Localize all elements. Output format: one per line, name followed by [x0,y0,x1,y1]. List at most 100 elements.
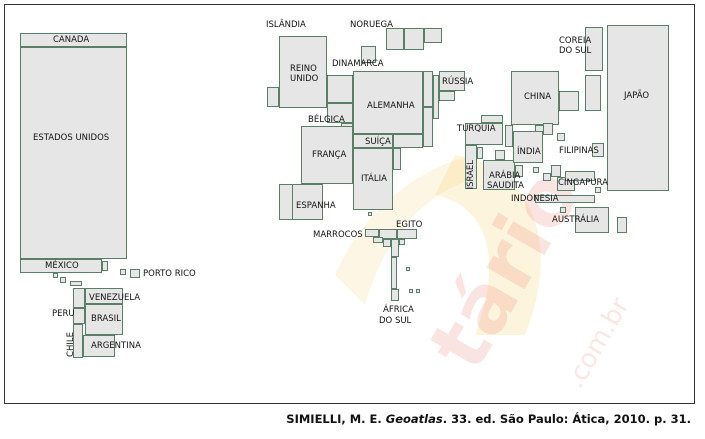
label-porto-rico: PORTO RICO [143,269,196,279]
label-russia: RÚSSIA [442,77,474,87]
block-caribbean-2 [60,277,66,283]
label-franca: FRANÇA [312,150,347,160]
block-russia [439,71,465,91]
label-africa-do-sul-2: DO SUL [379,316,412,326]
block-egito [397,229,417,239]
block-madagascar [406,267,410,271]
block-africa-s [391,257,397,289]
block-africa-c [391,239,399,257]
block-emirados [515,165,523,177]
label-islandia: ISLÂNDIA [266,20,306,30]
block-reino-unido [279,36,327,108]
block-australia [575,207,609,233]
block-russia-ext [439,91,455,101]
watermark-arc [435,155,541,335]
label-egito: EGITO [396,220,423,230]
block-africa-do-sul [391,289,399,301]
block-arabia-saudita [483,160,515,190]
label-reino-unido-1: REINO [290,64,317,74]
block-estados-unidos [20,47,127,259]
block-africa-w2 [383,239,391,247]
block-vietna [543,173,551,181]
block-kuwait [495,150,505,160]
block-franca [301,126,353,184]
block-jordania [477,147,483,159]
label-australia: AUSTRÁLIA [552,215,600,225]
block-nova-zelandia [617,217,627,233]
block-irlanda [327,75,353,103]
block-africa-e [399,239,405,245]
block-chile [73,324,83,358]
label-noruega: NORUEGA [350,20,393,30]
block-leste-2 [433,75,439,119]
label-espanha: ESPANHA [296,201,336,211]
block-iran [505,125,513,147]
label-cingapura: CINGAPURA [558,178,608,188]
block-grecia [393,148,401,170]
block-paises-baixos [327,103,353,123]
block-caribbean-3 [70,281,82,286]
label-arabia-saudita-1: ARÁBIA [489,171,521,181]
block-malasia [565,171,595,181]
block-alemanha [353,71,423,134]
block-venezuela [85,288,123,304]
block-dinamarca [361,46,376,63]
block-sri-lanka [533,167,539,173]
block-pacific-1 [560,207,566,213]
label-argentina: ARGENTINA [91,341,141,351]
label-india: ÍNDIA [517,147,541,157]
label-africa-do-sul-1: ÁFRICA [383,305,414,315]
block-coreia-do-sul [585,75,601,111]
block-taiwan [557,133,565,141]
label-israel: ISRAEL [466,160,476,190]
block-suica [353,134,393,148]
block-brasil [85,304,123,335]
label-coreia-do-sul-1: COREIA [559,36,592,46]
block-leste-1 [423,107,433,147]
block-indonesia [535,195,595,203]
label-china: CHINA [524,92,552,102]
label-venezuela: VENEZUELA [89,293,141,303]
block-turquia [465,123,503,145]
label-indonesia: INDONESIA [511,194,559,204]
label-estados-unidos: ESTADOS UNIDOS [33,133,110,143]
label-italia: ITÁLIA [361,174,387,184]
block-africa-isle [409,289,413,293]
label-turquia: TURQUIA [457,124,496,134]
block-coreia-do-norte [585,27,603,71]
watermark-subtext: .com.br [560,292,636,393]
block-noruega [386,28,404,50]
label-coreia-do-sul-2: DO SUL [559,46,592,56]
block-india [513,131,543,163]
source-caption: SIMIELLI, M. E. Geoatlas. 33. ed. São Pa… [286,412,691,426]
block-finlandia [424,28,442,43]
block-argentina [83,335,115,357]
label-suica: SUÍÇA [365,137,391,147]
label-arabia-saudita-2: SAUDITA [487,181,524,191]
label-dinamarca: DINAMARCA [332,59,384,69]
block-malta [368,212,372,216]
block-tailandia [551,165,561,177]
block-porto-rico-2 [130,269,140,278]
label-brasil: BRASIL [91,314,121,324]
block-argelia [379,229,397,239]
block-portugal [279,184,293,220]
label-chile: CHILE [66,332,76,357]
block-africa-w [373,237,383,243]
label-belgica: BÉLGICA [308,115,345,125]
block-suecia [404,28,424,50]
block-mauricio [416,289,420,293]
label-mexico: MÉXICO [45,261,79,271]
label-japao: JAPÃO [624,91,650,101]
block-mexico-ext [102,261,108,271]
block-filipinas [592,143,604,157]
watermark: tário .com.br [335,153,636,394]
caption-title: Geoatlas [385,412,443,426]
block-china [511,71,559,125]
block-islandia [267,87,279,107]
block-porto-rico-1 [120,269,126,275]
block-bangladesh [543,123,553,135]
block-italia [353,148,393,210]
watermark-arc-inner [335,155,475,305]
block-japao [607,25,669,191]
